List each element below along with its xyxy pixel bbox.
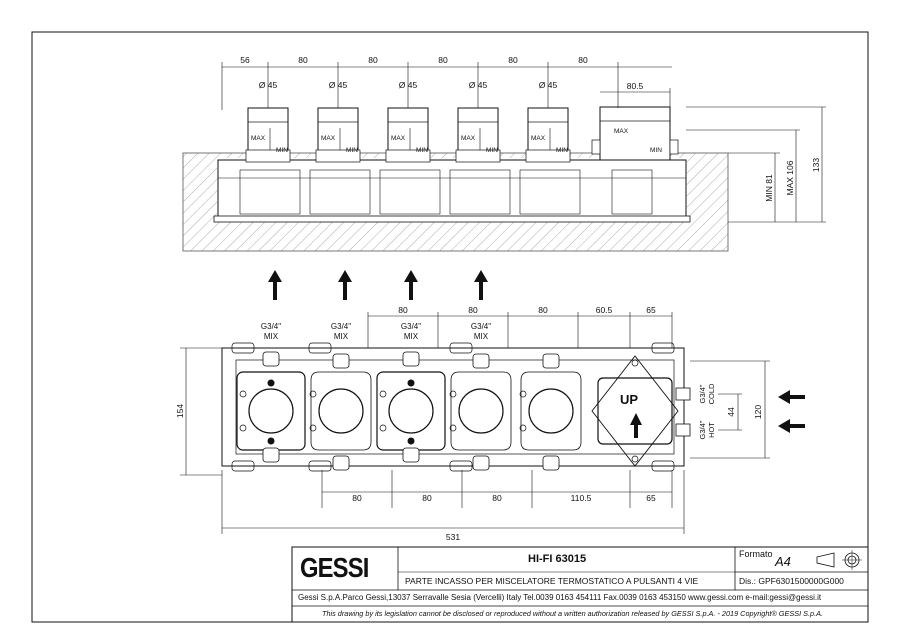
bottom-dimension: 80 bbox=[352, 493, 362, 503]
total-height-dimension: 133 bbox=[811, 158, 821, 172]
max-label: MAX bbox=[391, 135, 406, 142]
min-label-right: MIN bbox=[650, 147, 662, 154]
overall-width-dimension: 531 bbox=[446, 532, 460, 542]
company-info: Gessi S.p.A.Parco Gessi,13037 Serravalle… bbox=[298, 593, 822, 602]
max-label: MAX bbox=[321, 135, 336, 142]
copyright-notice: This drawing by its legislation cannot b… bbox=[322, 609, 824, 618]
top-dimension: 80 bbox=[438, 55, 448, 65]
port-spacing-dimension: 44 bbox=[726, 407, 736, 417]
mid-dimension: 80 bbox=[398, 305, 408, 315]
port-mix-label: MIX bbox=[334, 332, 349, 341]
min-height-dimension: MIN 81 bbox=[764, 174, 774, 202]
top-dimension-last: 80.5 bbox=[627, 81, 644, 91]
left-height-dimension: 154 bbox=[175, 404, 185, 418]
mid-dimension: 80 bbox=[468, 305, 478, 315]
max-label: MAX bbox=[251, 135, 266, 142]
front-view: UP bbox=[180, 312, 805, 534]
format-label: Formato bbox=[739, 549, 773, 559]
top-dimension: 80 bbox=[508, 55, 518, 65]
bottom-dimension: 80 bbox=[492, 493, 502, 503]
description: PARTE INCASSO PER MISCELATORE TERMOSTATI… bbox=[405, 576, 699, 586]
bottom-dimension: 80 bbox=[422, 493, 432, 503]
min-label: MIN bbox=[486, 147, 498, 154]
top-dimension: 56 bbox=[240, 55, 250, 65]
port-thread-label: G3/4" bbox=[471, 322, 491, 331]
top-dimension: 80 bbox=[578, 55, 588, 65]
diameter-label: Ø 45 bbox=[539, 80, 558, 90]
mid-dimension: 65 bbox=[646, 305, 656, 315]
top-dimension: 80 bbox=[368, 55, 378, 65]
drawing-number: Dis.: GPF6301500000G000 bbox=[739, 576, 844, 586]
hot-thread-label: G3/4" bbox=[698, 420, 707, 439]
title-block bbox=[291, 546, 869, 623]
bottom-dimension: 110.5 bbox=[571, 493, 592, 503]
max-label: MAX bbox=[461, 135, 476, 142]
max-height-dimension: MAX 106 bbox=[785, 160, 795, 195]
mid-dimension: 80 bbox=[538, 305, 548, 315]
port-mix-label: MIX bbox=[404, 332, 419, 341]
top-dimension: 80 bbox=[298, 55, 308, 65]
right-height-dimension: 120 bbox=[753, 405, 763, 419]
port-mix-label: MIX bbox=[474, 332, 489, 341]
min-label: MIN bbox=[416, 147, 428, 154]
diameter-label: Ø 45 bbox=[259, 80, 278, 90]
max-label: MAX bbox=[531, 135, 546, 142]
direction-arrows-up bbox=[268, 270, 488, 300]
min-label: MIN bbox=[346, 147, 358, 154]
hot-label: HOT bbox=[707, 422, 716, 438]
bottom-dimension: 65 bbox=[646, 493, 656, 503]
port-thread-label: G3/4" bbox=[261, 322, 281, 331]
port-mix-label: MIX bbox=[264, 332, 279, 341]
diameter-label: Ø 45 bbox=[469, 80, 488, 90]
min-label: MIN bbox=[276, 147, 288, 154]
diameter-label: Ø 45 bbox=[329, 80, 348, 90]
gessi-logo: GESSI bbox=[300, 552, 369, 583]
port-thread-label: G3/4" bbox=[331, 322, 351, 331]
cold-label: COLD bbox=[707, 383, 716, 404]
max-label-right: MAX bbox=[614, 128, 629, 135]
hot-arrow bbox=[778, 419, 805, 433]
min-label: MIN bbox=[556, 147, 568, 154]
format-value: A4 bbox=[775, 554, 791, 569]
cold-thread-label: G3/4" bbox=[698, 384, 707, 403]
up-label: UP bbox=[620, 392, 638, 407]
port-thread-label: G3/4" bbox=[401, 322, 421, 331]
cold-arrow bbox=[778, 390, 805, 404]
mid-dimension: 60.5 bbox=[596, 305, 613, 315]
diameter-label: Ø 45 bbox=[399, 80, 418, 90]
body-outline bbox=[217, 159, 687, 219]
model-title: HI-FI 63015 bbox=[528, 553, 587, 565]
side-view: MAX MIN bbox=[182, 62, 826, 252]
